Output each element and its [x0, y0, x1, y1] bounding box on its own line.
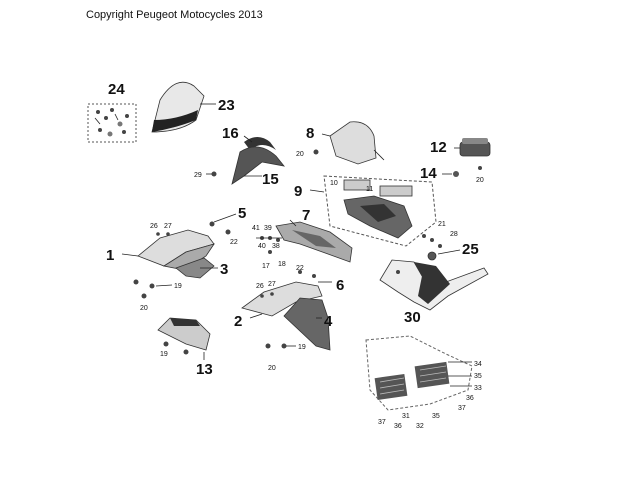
label-2: 2: [234, 313, 242, 330]
label-25: 25: [462, 241, 479, 258]
label-29: 29: [194, 172, 202, 179]
label-33: 33: [474, 385, 482, 392]
part-25-nut[interactable]: [427, 249, 461, 261]
label-32: 32: [416, 423, 424, 430]
copyright-text: Copyright Peugeot Motocycles 2013: [86, 9, 263, 21]
label-13: 13: [196, 361, 213, 378]
label-12: 12: [430, 139, 447, 156]
part-19-20-screws-left[interactable]: [133, 279, 173, 299]
label-21: 21: [438, 221, 446, 228]
label-15: 15: [262, 171, 279, 188]
label-36-b: 36: [394, 423, 402, 430]
part-7-inner-frame[interactable]: [256, 219, 353, 263]
label-35-a: 35: [474, 373, 482, 380]
label-19-c: 19: [160, 351, 168, 358]
label-16: 16: [222, 125, 239, 142]
part-12-block[interactable]: [454, 138, 491, 170]
label-37-a: 37: [458, 405, 466, 412]
part-6-bracket[interactable]: [298, 270, 332, 283]
label-20-a: 20: [296, 151, 304, 158]
label-40: 40: [258, 243, 266, 250]
label-26-a: 26: [150, 223, 158, 230]
label-24: 24: [108, 81, 125, 98]
label-6: 6: [336, 277, 344, 294]
label-22-b: 22: [296, 265, 304, 272]
part-1-left-fairing[interactable]: [121, 229, 215, 271]
label-23: 23: [218, 97, 235, 114]
label-4: 4: [324, 313, 333, 330]
label-27-a: 27: [164, 223, 172, 230]
label-9: 9: [294, 183, 302, 200]
part-24-fastener-kit[interactable]: [87, 103, 137, 143]
part-13-lower-cover[interactable]: [157, 317, 211, 360]
label-11: 11: [366, 186, 373, 193]
label-20-b: 20: [476, 177, 484, 184]
label-39: 39: [264, 225, 272, 232]
label-3: 3: [220, 261, 228, 278]
part-21-28-clips[interactable]: [422, 234, 442, 248]
part-23-windscreen[interactable]: [151, 81, 216, 133]
label-19-b: 19: [298, 344, 306, 351]
label-34: 34: [474, 361, 482, 368]
part-labels: 24 23 16 8 12 20 29 15 14 20 10 11 9 5 7…: [106, 81, 484, 430]
label-30: 30: [404, 309, 421, 326]
label-17: 17: [262, 263, 270, 270]
label-35-b: 35: [432, 413, 440, 420]
label-7: 7: [302, 207, 310, 224]
label-27-b: 27: [268, 281, 276, 288]
label-18: 18: [278, 261, 286, 268]
label-20-d: 20: [268, 365, 276, 372]
label-37-b: 37: [378, 419, 386, 426]
part-30-front-cover[interactable]: [379, 259, 489, 311]
part-15-side-trim[interactable]: [231, 146, 285, 185]
label-1: 1: [106, 247, 114, 264]
part-31-37-floor-assembly[interactable]: [365, 335, 473, 411]
label-28: 28: [450, 231, 458, 238]
part-4-lower-panel[interactable]: [283, 297, 331, 351]
label-8: 8: [306, 125, 314, 142]
part-14-clip[interactable]: [442, 171, 459, 177]
label-41: 41: [252, 225, 260, 232]
label-19-a: 19: [174, 283, 182, 290]
part-29-screw[interactable]: [206, 171, 217, 177]
label-14: 14: [420, 165, 437, 182]
label-5: 5: [238, 205, 246, 222]
part-9-inner-panel-kit[interactable]: [309, 175, 437, 247]
label-31: 31: [402, 413, 410, 420]
label-26-b: 26: [256, 283, 264, 290]
label-22-a: 22: [230, 239, 238, 246]
part-19-20-screws-right[interactable]: [265, 343, 297, 349]
part-5-clips[interactable]: [209, 213, 237, 235]
part-3-lower-trim[interactable]: [175, 257, 218, 279]
part-2-right-fairing[interactable]: [241, 281, 323, 319]
label-20-c: 20: [140, 305, 148, 312]
label-10: 10: [330, 180, 338, 187]
part-8-bracket[interactable]: [313, 121, 385, 165]
label-38: 38: [272, 243, 280, 250]
label-36-a: 36: [466, 395, 474, 402]
